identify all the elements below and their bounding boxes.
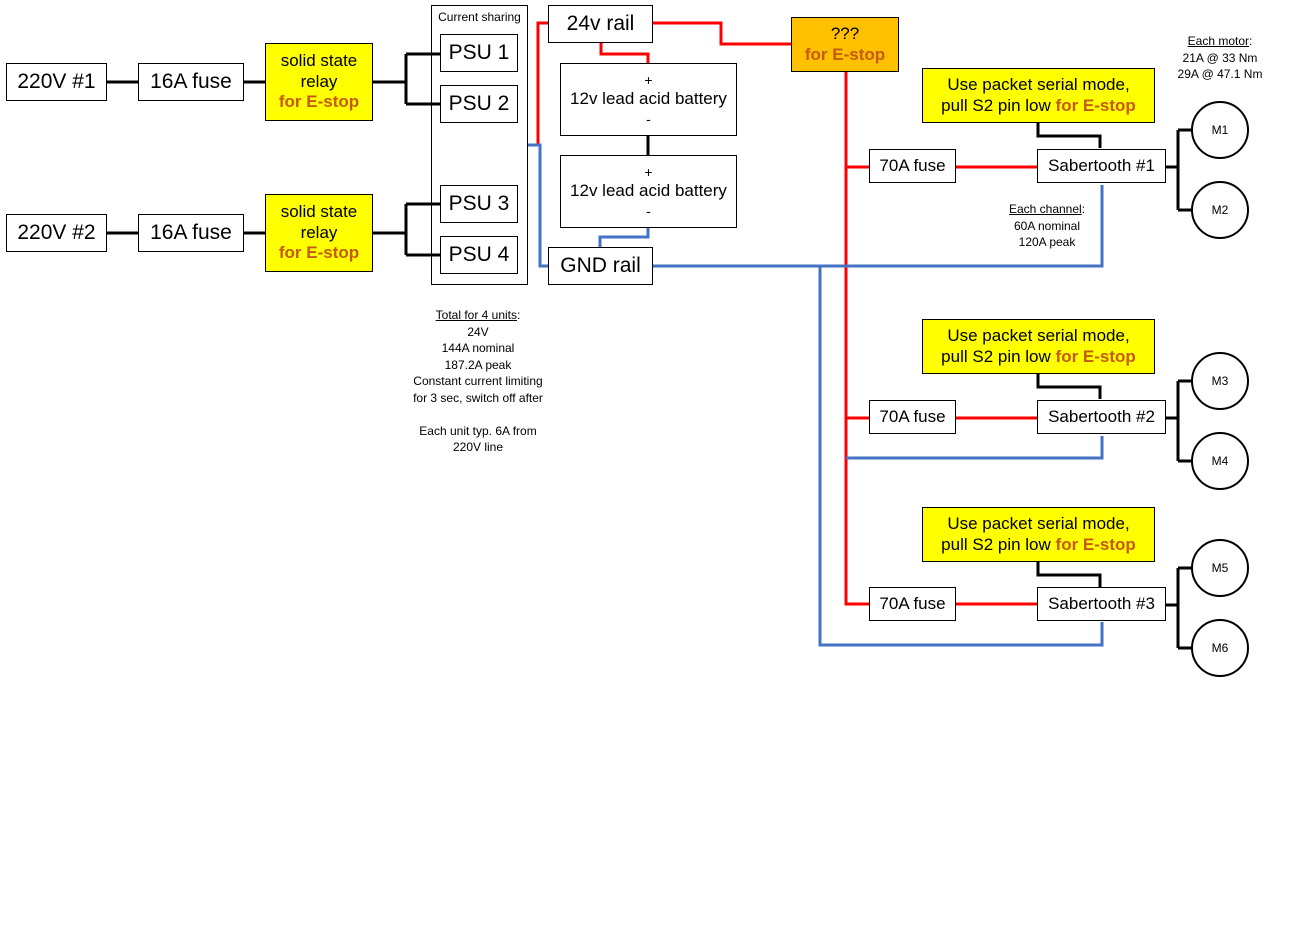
motor-spec-heading: Each motor: [1187, 34, 1249, 48]
sabertooth-3-label: Sabertooth #3: [1048, 593, 1155, 613]
solid-state-relay-2: solid state relay for E-stop: [265, 194, 373, 272]
controller-3-fuse: 70A fuse: [869, 587, 956, 621]
ground-rail-label: GND rail: [560, 254, 641, 278]
ac-line-1: 220V #1: [6, 63, 107, 101]
channel-spec-line: 60A nominal: [1013, 218, 1081, 233]
ac-line-2: 220V #2: [6, 214, 107, 252]
battery-2-label: 12v lead acid battery: [570, 181, 727, 201]
psu-total-line: 187.2A peak: [444, 357, 512, 372]
motor-m6-label: M6: [1211, 641, 1229, 655]
controller-2-mode-note: Use packet serial mode,: [947, 326, 1130, 346]
ac-fuse-1-label: 16A fuse: [150, 70, 232, 94]
motor-m4-label: M4: [1211, 454, 1229, 468]
psu-total-line: Constant current limiting: [413, 374, 543, 388]
motor-spec-note: Each motor: 21A @ 33 Nm 29A @ 47.1 Nm: [1160, 33, 1280, 83]
controller-3-pin-note: pull S2 pin low: [941, 534, 1051, 554]
psu-total-line: Each unit typ. 6A from: [419, 423, 537, 438]
controller-1-estop: for E-stop: [1055, 95, 1136, 115]
battery-1-plus: +: [644, 72, 653, 89]
psu-total-line: for 3 sec, switch off after: [413, 390, 543, 405]
controller-1-note: Use packet serial mode, pull S2 pin low …: [922, 68, 1155, 123]
motor-m5: M5: [1191, 539, 1249, 597]
psu-total-line: 220V line: [452, 440, 504, 454]
psu-group-label: Current sharing: [438, 10, 521, 24]
estop-switch-label: ???: [830, 24, 860, 44]
psu-2-label: PSU 2: [448, 92, 510, 116]
controller-1-fuse-label: 70A fuse: [879, 155, 946, 175]
controller-2-fuse-label: 70A fuse: [879, 406, 946, 426]
motor-spec-line: 21A @ 33 Nm: [1182, 50, 1258, 65]
controller-3-mode-note: Use packet serial mode,: [947, 514, 1130, 534]
psu-total-line: 144A nominal: [441, 341, 515, 355]
psu-1: PSU 1: [440, 34, 518, 72]
psu-1-label: PSU 1: [448, 41, 510, 65]
motor-m1-label: M1: [1211, 123, 1229, 137]
estop-switch: ??? for E-stop: [791, 17, 899, 72]
relay-1-estop: for E-stop: [278, 92, 360, 112]
controller-1-fuse: 70A fuse: [869, 149, 956, 183]
psu-current-sharing-group: [431, 5, 528, 285]
sabertooth-1: Sabertooth #1: [1037, 149, 1166, 183]
controller-2-pin-note: pull S2 pin low: [941, 346, 1051, 366]
relay-2-label: solid state relay: [280, 202, 358, 242]
positive-rail-label: 24v rail: [566, 12, 635, 36]
ac-fuse-2: 16A fuse: [138, 214, 244, 252]
battery-1-minus: -: [646, 110, 651, 127]
positive-rail: 24v rail: [548, 5, 653, 43]
relay-2-estop: for E-stop: [278, 243, 360, 263]
controller-2-estop: for E-stop: [1055, 346, 1136, 366]
estop-switch-estop: for E-stop: [804, 44, 886, 64]
ground-rail: GND rail: [548, 247, 653, 285]
channel-spec-line: 120A peak: [1018, 235, 1076, 249]
battery-1-label: 12v lead acid battery: [570, 89, 727, 109]
motor-m3: M3: [1191, 352, 1249, 410]
controller-3-note: Use packet serial mode, pull S2 pin low …: [922, 507, 1155, 562]
controller-2-note: Use packet serial mode, pull S2 pin low …: [922, 319, 1155, 374]
battery-2: + 12v lead acid battery -: [560, 155, 737, 228]
ac-line-1-label: 220V #1: [17, 70, 96, 94]
motor-m4: M4: [1191, 432, 1249, 490]
channel-spec-note: Each channel: 60A nominal 120A peak: [997, 201, 1097, 251]
ac-wires: [106, 52, 1192, 650]
ac-fuse-2-label: 16A fuse: [150, 221, 232, 245]
ac-line-2-label: 220V #2: [17, 221, 96, 245]
psu-2: PSU 2: [440, 85, 518, 123]
motor-m2: M2: [1191, 181, 1249, 239]
motor-m1: M1: [1191, 101, 1249, 159]
motor-m6: M6: [1191, 619, 1249, 677]
relay-1-label: solid state relay: [280, 51, 358, 91]
motor-spec-line: 29A @ 47.1 Nm: [1177, 67, 1263, 81]
motor-m3-label: M3: [1211, 374, 1229, 388]
sabertooth-2-label: Sabertooth #2: [1048, 406, 1155, 426]
psu-4: PSU 4: [440, 236, 518, 274]
sabertooth-3: Sabertooth #3: [1037, 587, 1166, 621]
motor-m2-label: M2: [1211, 203, 1229, 217]
psu-3: PSU 3: [440, 185, 518, 223]
battery-2-minus: -: [646, 202, 651, 219]
motor-m5-label: M5: [1211, 561, 1229, 575]
battery-1: + 12v lead acid battery -: [560, 63, 737, 136]
psu-total-spacer: [388, 406, 568, 423]
psu-total-heading: Total for 4 units: [435, 308, 518, 322]
solid-state-relay-1: solid state relay for E-stop: [265, 43, 373, 121]
sabertooth-2: Sabertooth #2: [1037, 400, 1166, 434]
ground-wires: [528, 143, 1104, 647]
controller-2-fuse: 70A fuse: [869, 400, 956, 434]
channel-spec-heading: Each channel: [1008, 202, 1082, 216]
sabertooth-1-label: Sabertooth #1: [1048, 155, 1155, 175]
controller-3-estop: for E-stop: [1055, 534, 1136, 554]
psu-3-label: PSU 3: [448, 192, 510, 216]
ac-fuse-1: 16A fuse: [138, 63, 244, 101]
controller-3-fuse-label: 70A fuse: [879, 593, 946, 613]
controller-1-pin-note: pull S2 pin low: [941, 95, 1051, 115]
psu-4-label: PSU 4: [448, 243, 510, 267]
psu-total-note: Total for 4 units: 24V 144A nominal 187.…: [388, 307, 568, 456]
psu-total-line: 24V: [467, 324, 489, 339]
controller-1-mode-note: Use packet serial mode,: [947, 75, 1130, 95]
battery-2-plus: +: [644, 164, 653, 181]
